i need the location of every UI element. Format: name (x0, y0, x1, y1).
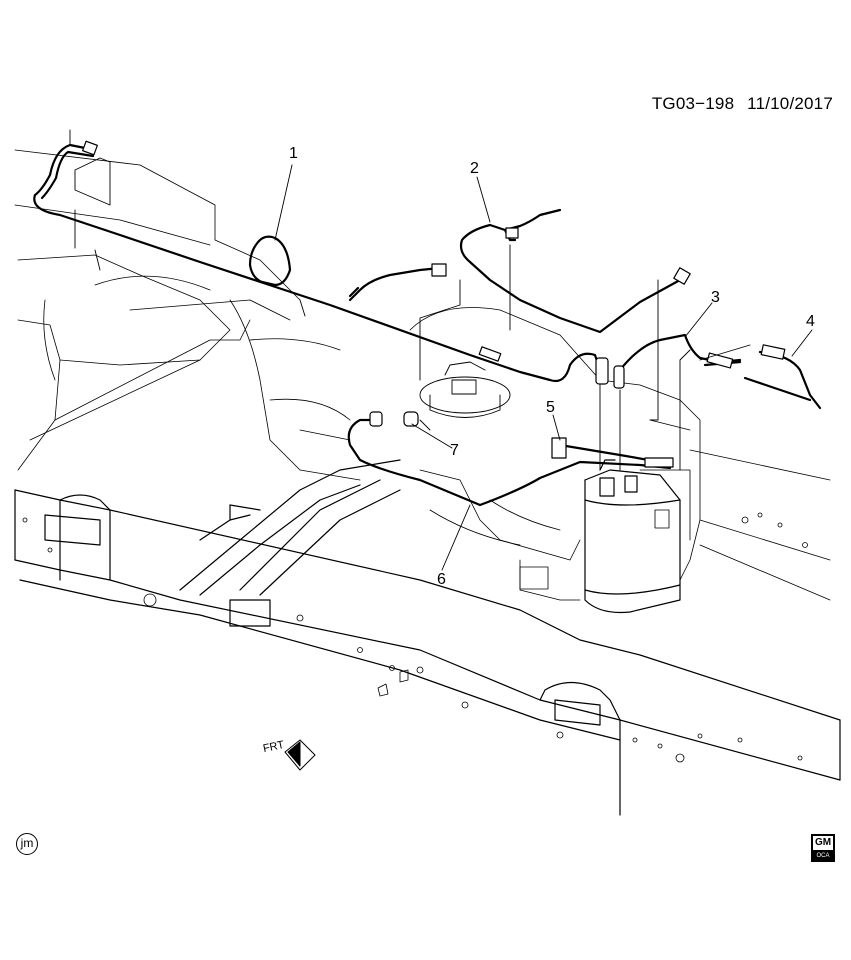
callout-5: 5 (546, 399, 555, 416)
drawing-date: 11/10/2017 (747, 94, 833, 113)
callout-3: 3 (711, 289, 720, 306)
illustrator-mark: jm (16, 833, 38, 855)
callout-6: 6 (437, 571, 446, 588)
routing-leaders (69, 129, 751, 471)
line-connectors (82, 140, 786, 468)
callout-7: 7 (450, 442, 459, 459)
fuel-pump-module (419, 361, 511, 431)
evap-canister (584, 459, 681, 614)
main-frame-rail (14, 459, 841, 816)
gm-logo-subtext: OCA (816, 853, 830, 859)
frt-arrow (284, 739, 316, 771)
callout-leaders (274, 164, 813, 571)
callout-4: 4 (806, 313, 815, 330)
drawing-number: TG03−198 (651, 94, 735, 113)
drawing-id-label: TG03−198 11/10/2017 (652, 94, 833, 114)
gm-logo: GM OCA (811, 834, 835, 862)
frame-structure (14, 149, 831, 601)
gm-logo-text: GM (813, 836, 833, 850)
fuel-lines (33, 143, 822, 507)
callout-1: 1 (289, 145, 298, 162)
callout-2: 2 (470, 160, 479, 177)
rail-holes (22, 517, 803, 763)
